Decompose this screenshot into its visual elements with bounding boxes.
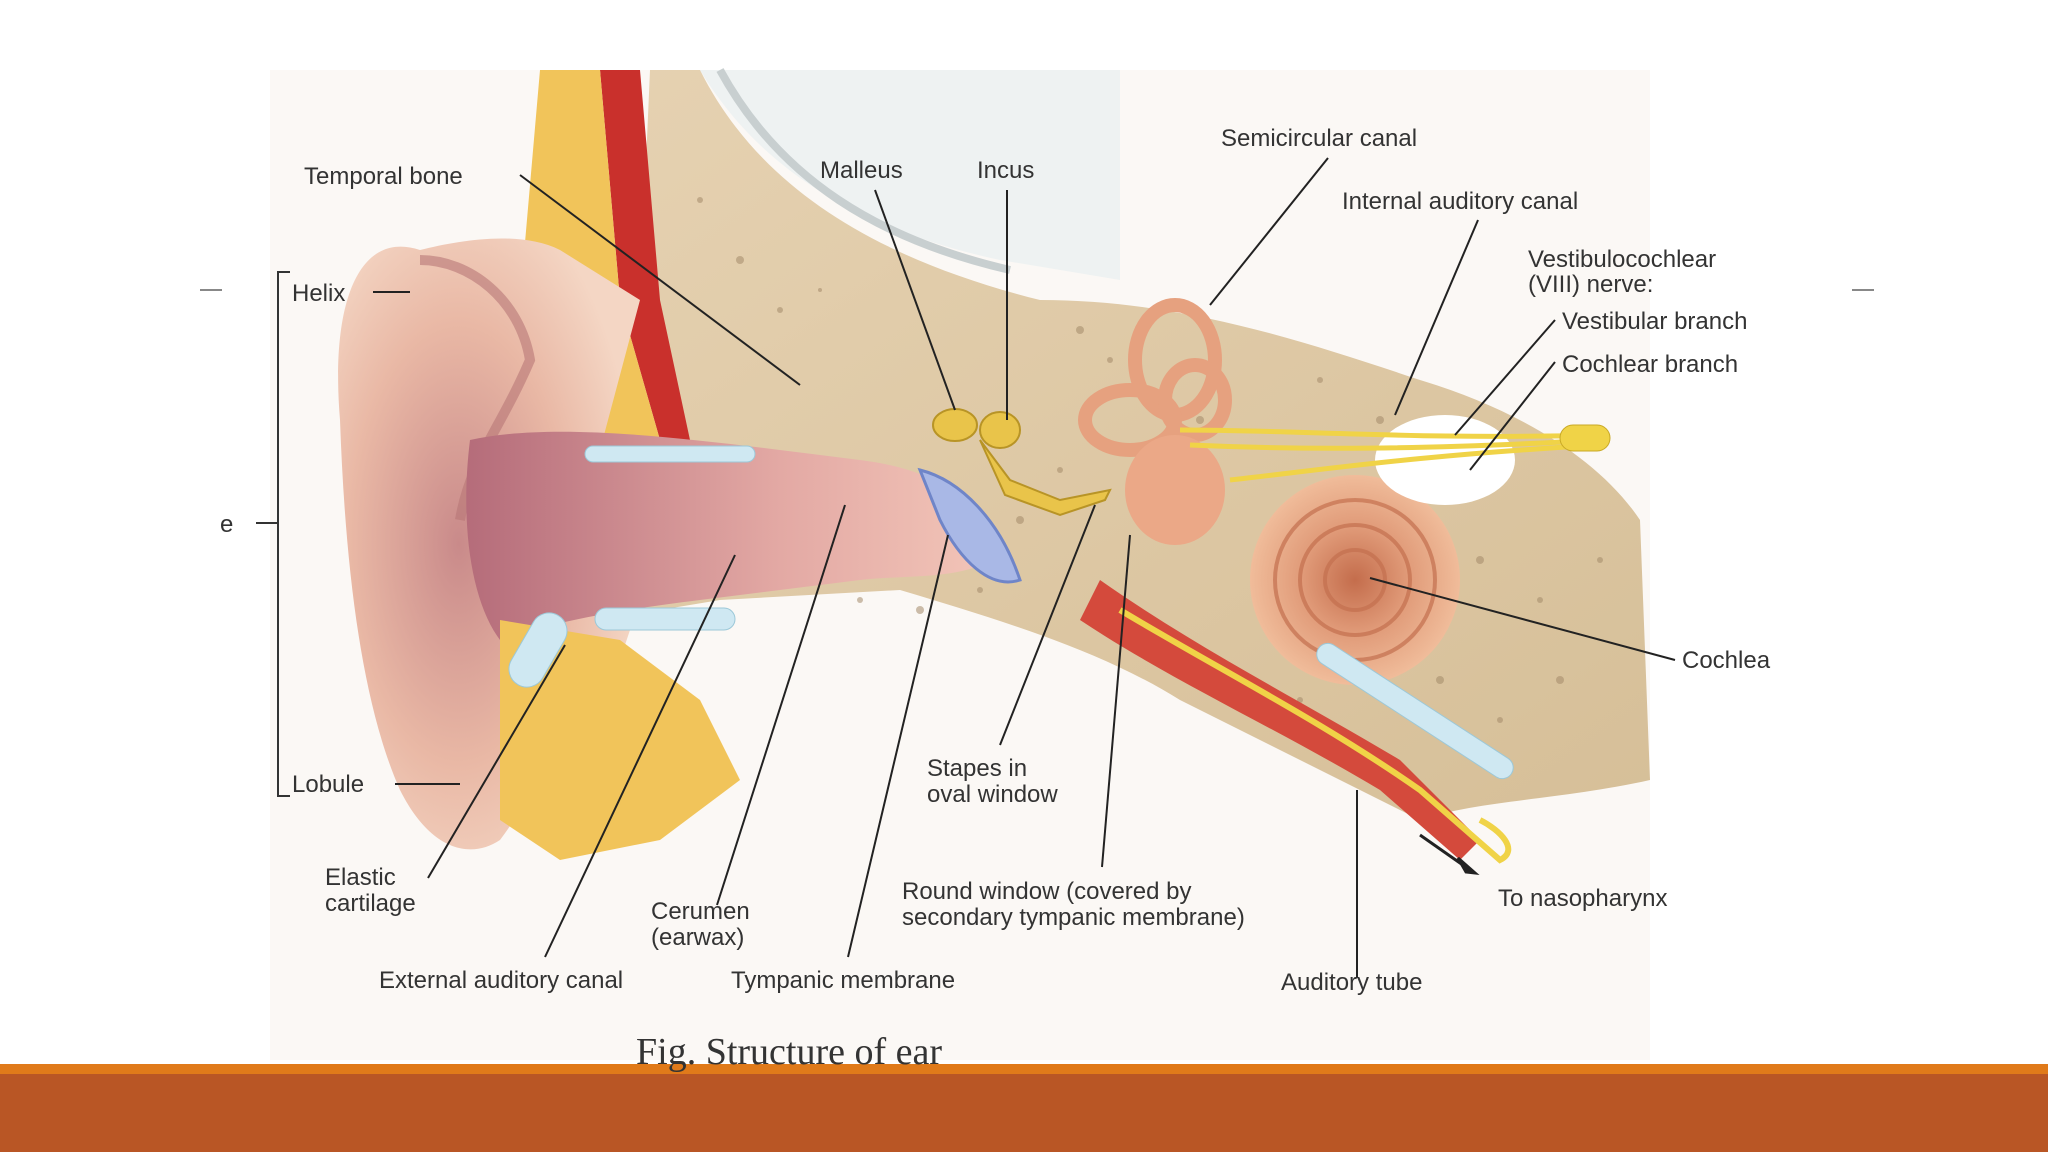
label-vestibular-branch: Vestibular branch: [1562, 308, 1747, 335]
canal-cartilage-top: [584, 445, 756, 463]
auditory-tube-muscle: [1080, 580, 1480, 860]
label-elastic-line2: cartilage: [325, 890, 416, 917]
bone-texture: [697, 197, 1603, 723]
label-stapes-line2: oval window: [927, 781, 1058, 808]
lower-fat: [500, 620, 740, 860]
label-helix: Helix: [292, 280, 345, 307]
lower-cartilage: [508, 612, 568, 688]
label-incus: Incus: [977, 157, 1034, 184]
label-malleus: Malleus: [820, 157, 903, 184]
label-auditory-tube: Auditory tube: [1281, 969, 1422, 996]
dura-line: [716, 68, 1011, 274]
tube-cartilage: [1316, 642, 1514, 780]
left-dash: [200, 289, 222, 291]
label-semicircular-canal: Semicircular canal: [1221, 125, 1417, 152]
label-round-window-line2: secondary tympanic membrane): [902, 904, 1245, 931]
auditory-tube-lining: [1118, 607, 1512, 864]
footer-accent-stripe: [0, 1064, 2048, 1074]
auricle-bracket: [256, 271, 290, 797]
vestibulocochlear-nerve: [1179, 427, 1601, 483]
canal-cartilage-bottom: [594, 607, 736, 631]
upper-muscle: [600, 70, 690, 440]
label-cochlea: Cochlea: [1682, 647, 1771, 674]
label-tympanic-membrane: Tympanic membrane: [731, 967, 955, 994]
label-cerumen-line2: (earwax): [651, 924, 744, 951]
cochlea-shape: [1250, 475, 1460, 685]
label-e: e: [220, 511, 233, 538]
semicircular-canals: [1078, 298, 1232, 457]
vestibule: [1125, 435, 1225, 545]
figure-caption: Fig. Structure of ear: [636, 1031, 943, 1073]
nerve-end: [1559, 424, 1611, 452]
label-vestibulocochlear-line2: (VIII) nerve:: [1528, 271, 1653, 298]
label-stapes-line1: Stapes in: [927, 755, 1027, 782]
cranial-cavity: [700, 70, 1120, 280]
label-temporal-bone: Temporal bone: [304, 163, 463, 190]
nasopharynx-arrow-head: [1456, 856, 1480, 876]
label-vestibulocochlear-line1: Vestibulocochlear: [1528, 246, 1716, 273]
label-cochlear-branch: Cochlear branch: [1562, 351, 1738, 378]
label-internal-auditory-canal: Internal auditory canal: [1342, 188, 1578, 215]
external-canal-shape: [466, 431, 990, 640]
footer-bar: [0, 1074, 2048, 1152]
right-dash: [1852, 289, 1874, 291]
label-external-auditory-canal: External auditory canal: [379, 967, 623, 994]
label-cerumen-line1: Cerumen: [651, 898, 750, 925]
label-elastic-line1: Elastic: [325, 864, 396, 891]
tympanic-membrane-shape: [917, 467, 1022, 584]
label-lobule: Lobule: [292, 771, 364, 798]
label-to-nasopharynx: To nasopharynx: [1498, 885, 1667, 912]
ossicles: [932, 408, 1112, 517]
leader-lines: [373, 157, 1676, 978]
label-round-window-line1: Round window (covered by: [902, 878, 1192, 905]
